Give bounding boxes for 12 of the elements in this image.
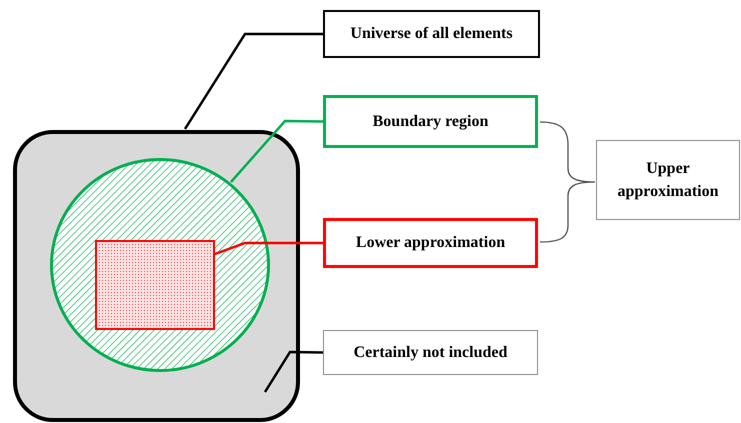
callout-box: Upper approximation [596, 140, 740, 220]
callout-box: Lower approximation [323, 218, 538, 268]
hatched-circle [50, 158, 270, 372]
callout-box: Universe of all elements [323, 10, 540, 58]
dotted-rectangle [95, 240, 215, 330]
leader-line [184, 32, 323, 130]
callout-box: Boundary region [323, 95, 538, 148]
leader-line [264, 350, 324, 393]
universe-square [13, 130, 300, 422]
leader-line [230, 120, 324, 183]
callout-box: Certainly not included [323, 330, 538, 375]
leader-line [214, 242, 323, 256]
